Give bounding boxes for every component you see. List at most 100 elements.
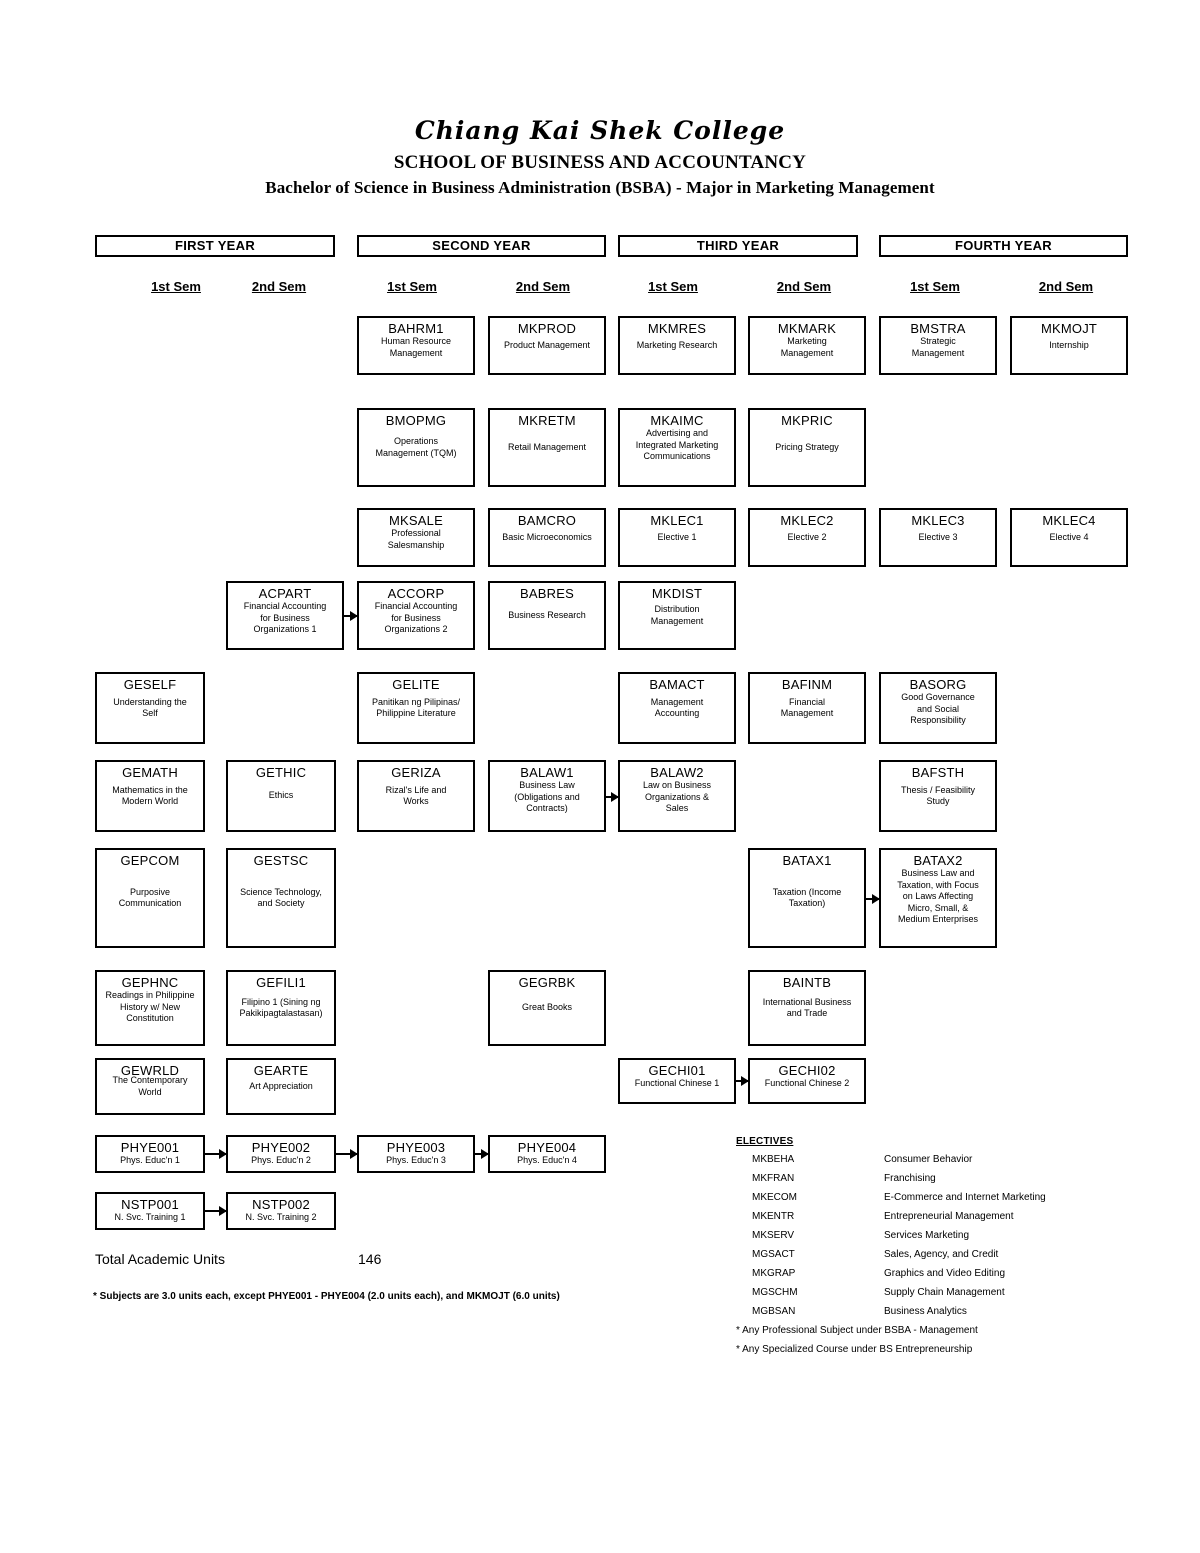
course-desc: Taxation (Income Taxation) — [772, 886, 842, 909]
course-desc: Distribution Management — [650, 604, 704, 626]
sem-label-y1s2: 2nd Sem — [251, 279, 307, 294]
course-box-bamcro[interactable]: BAMCRO Basic Microeconomics — [488, 508, 606, 567]
course-box-gefili1[interactable]: GEFILI1 Filipino 1 (Sining ng Pakikipagt… — [226, 970, 336, 1046]
sem-label-y2s1: 1st Sem — [387, 279, 437, 294]
elective-item: MKGRAP Graphics and Video Editing — [736, 1264, 1046, 1283]
course-box-accorp[interactable]: ACCORP Financial Accounting for Business… — [357, 581, 475, 650]
course-code: PHYE003 — [386, 1140, 446, 1155]
course-code: PHYE002 — [251, 1140, 311, 1155]
course-box-mkprod[interactable]: MKPROD Product Management — [488, 316, 606, 375]
course-box-bmopmg[interactable]: BMOPMG Operations Management (TQM) — [357, 408, 475, 487]
course-box-gechi02[interactable]: GECHI02 Functional Chinese 2 — [748, 1058, 866, 1104]
course-desc: Basic Microeconomics — [502, 531, 592, 542]
elective-note: * Any Professional Subject under BSBA - … — [736, 1325, 978, 1336]
course-box-batax1[interactable]: BATAX1 Taxation (Income Taxation) — [748, 848, 866, 948]
course-box-balaw2[interactable]: BALAW2 Law on Business Organizations & S… — [618, 760, 736, 832]
course-box-gechi01[interactable]: GECHI01 Functional Chinese 1 — [618, 1058, 736, 1104]
course-box-babres[interactable]: BABRES Business Research — [488, 581, 606, 650]
course-desc: Understanding the Self — [113, 696, 187, 719]
electives-block: ELECTIVES MKBEHA Consumer Behavior MKFRA… — [736, 1136, 1046, 1359]
course-box-mklec2[interactable]: MKLEC2 Elective 2 — [748, 508, 866, 567]
elective-code: MGSACT — [752, 1249, 795, 1260]
sem-label-y3s2: 2nd Sem — [776, 279, 832, 294]
course-box-phye001[interactable]: PHYE001 Phys. Educ'n 1 — [95, 1135, 205, 1173]
course-desc: Advertising and Integrated Marketing Com… — [635, 428, 719, 461]
course-box-mkmojt[interactable]: MKMOJT Internship — [1010, 316, 1128, 375]
arrow-phye003-to-phye004 — [475, 1149, 489, 1159]
course-box-geriza[interactable]: GERIZA Rizal's Life and Works — [357, 760, 475, 832]
course-desc: Operations Management (TQM) — [375, 436, 457, 458]
course-box-mkpric[interactable]: MKPRIC Pricing Strategy — [748, 408, 866, 487]
course-box-nstp001[interactable]: NSTP001 N. Svc. Training 1 — [95, 1192, 205, 1230]
course-box-bafsth[interactable]: BAFSTH Thesis / Feasibility Study — [879, 760, 997, 832]
course-box-mklec3[interactable]: MKLEC3 Elective 3 — [879, 508, 997, 567]
course-box-balaw1[interactable]: BALAW1 Business Law (Obligations and Con… — [488, 760, 606, 832]
course-box-gemath[interactable]: GEMATH Mathematics in the Modern World — [95, 760, 205, 832]
course-code: BAFINM — [781, 677, 833, 692]
elective-item: MKFRAN Franchising — [736, 1169, 1046, 1188]
course-desc: Phys. Educ'n 4 — [517, 1155, 577, 1165]
course-desc: Phys. Educ'n 1 — [120, 1155, 180, 1165]
course-code: BAMCRO — [517, 513, 577, 528]
elective-item: MKBEHA Consumer Behavior — [736, 1150, 1046, 1169]
course-box-phye002[interactable]: PHYE002 Phys. Educ'n 2 — [226, 1135, 336, 1173]
course-code: BAMACT — [649, 677, 705, 692]
course-box-mkmark[interactable]: MKMARK Marketing Management — [748, 316, 866, 375]
course-box-mksale[interactable]: MKSALE Professional Salesmanship — [357, 508, 475, 567]
course-box-mkaimc[interactable]: MKAIMC Advertising and Integrated Market… — [618, 408, 736, 487]
course-box-bamact[interactable]: BAMACT Management Accounting — [618, 672, 736, 744]
elective-note: * Any Specialized Course under BS Entrep… — [736, 1344, 973, 1355]
elective-title: Sales, Agency, and Credit — [884, 1249, 999, 1260]
course-box-basorg[interactable]: BASORG Good Governance and Social Respon… — [879, 672, 997, 744]
course-box-nstp002[interactable]: NSTP002 N. Svc. Training 2 — [226, 1192, 336, 1230]
course-desc: Rizal's Life and Works — [385, 784, 447, 807]
course-box-phye004[interactable]: PHYE004 Phys. Educ'n 4 — [488, 1135, 606, 1173]
course-box-mkdist[interactable]: MKDIST Distribution Management — [618, 581, 736, 650]
course-desc: Financial Management — [780, 696, 834, 719]
course-desc: Panitikan ng Pilipinas/ Philippine Liter… — [371, 696, 461, 719]
school-name: SCHOOL OF BUSINESS AND ACCOUNTANCY — [393, 152, 807, 173]
elective-title: Supply Chain Management — [884, 1287, 1005, 1298]
electives-title: ELECTIVES — [736, 1136, 794, 1147]
course-box-gearte[interactable]: GEARTE Art Appreciation — [226, 1058, 336, 1115]
course-code: GEWRLD — [120, 1063, 180, 1078]
course-box-phye003[interactable]: PHYE003 Phys. Educ'n 3 — [357, 1135, 475, 1173]
course-code: MKLEC2 — [780, 513, 834, 528]
course-box-gethic[interactable]: GETHIC Ethics — [226, 760, 336, 832]
elective-title: Services Marketing — [884, 1230, 970, 1241]
course-box-acpart[interactable]: ACPART Financial Accounting for Business… — [226, 581, 344, 650]
course-desc: Thesis / Feasibility Study — [900, 784, 976, 807]
course-code: BALAW2 — [650, 765, 704, 780]
course-box-gestsc[interactable]: GESTSC Science Technology, and Society — [226, 848, 336, 948]
elective-code: MKGRAP — [752, 1268, 796, 1279]
course-box-mkretm[interactable]: MKRETM Retail Management — [488, 408, 606, 487]
course-box-mklec1[interactable]: MKLEC1 Elective 1 — [618, 508, 736, 567]
sem-label-y1s1: 1st Sem — [151, 279, 201, 294]
course-code: GETHIC — [255, 765, 307, 780]
course-box-gelite[interactable]: GELITE Panitikan ng Pilipinas/ Philippin… — [357, 672, 475, 744]
course-box-bafinm[interactable]: BAFINM Financial Management — [748, 672, 866, 744]
course-box-gephnc[interactable]: GEPHNC Readings in Philippine History w/… — [95, 970, 205, 1046]
course-desc: Mathematics in the Modern World — [112, 784, 188, 807]
course-code: MKDIST — [651, 586, 703, 601]
course-desc: Marketing Management — [780, 336, 834, 358]
course-box-geself[interactable]: GESELF Understanding the Self — [95, 672, 205, 744]
course-code: GESELF — [123, 677, 177, 692]
elective-code: MGBSAN — [752, 1306, 796, 1317]
course-code: BAHRM1 — [388, 321, 444, 336]
elective-code: MKSERV — [752, 1230, 795, 1241]
course-box-gewrld[interactable]: GEWRLD The Contemporary World — [95, 1058, 205, 1115]
total-units-value: 146 — [358, 1251, 382, 1267]
elective-item: MKENTR Entrepreneurial Management — [736, 1207, 1046, 1226]
course-box-gegrbk[interactable]: GEGRBK Great Books — [488, 970, 606, 1046]
course-box-gepcom[interactable]: GEPCOM Purposive Communication — [95, 848, 205, 948]
course-box-mkmres[interactable]: MKMRES Marketing Research — [618, 316, 736, 375]
course-desc: N. Svc. Training 2 — [245, 1212, 317, 1222]
course-desc: Pricing Strategy — [775, 441, 839, 452]
elective-code: MGSCHM — [752, 1287, 798, 1298]
course-box-baintb[interactable]: BAINTB International Business and Trade — [748, 970, 866, 1046]
course-box-batax2[interactable]: BATAX2 Business Law and Taxation, with F… — [879, 848, 997, 948]
course-box-mklec4[interactable]: MKLEC4 Elective 4 — [1010, 508, 1128, 567]
course-box-bmstra[interactable]: BMSTRA Strategic Management — [879, 316, 997, 375]
course-box-bahrm1[interactable]: BAHRM1 Human Resource Management — [357, 316, 475, 375]
